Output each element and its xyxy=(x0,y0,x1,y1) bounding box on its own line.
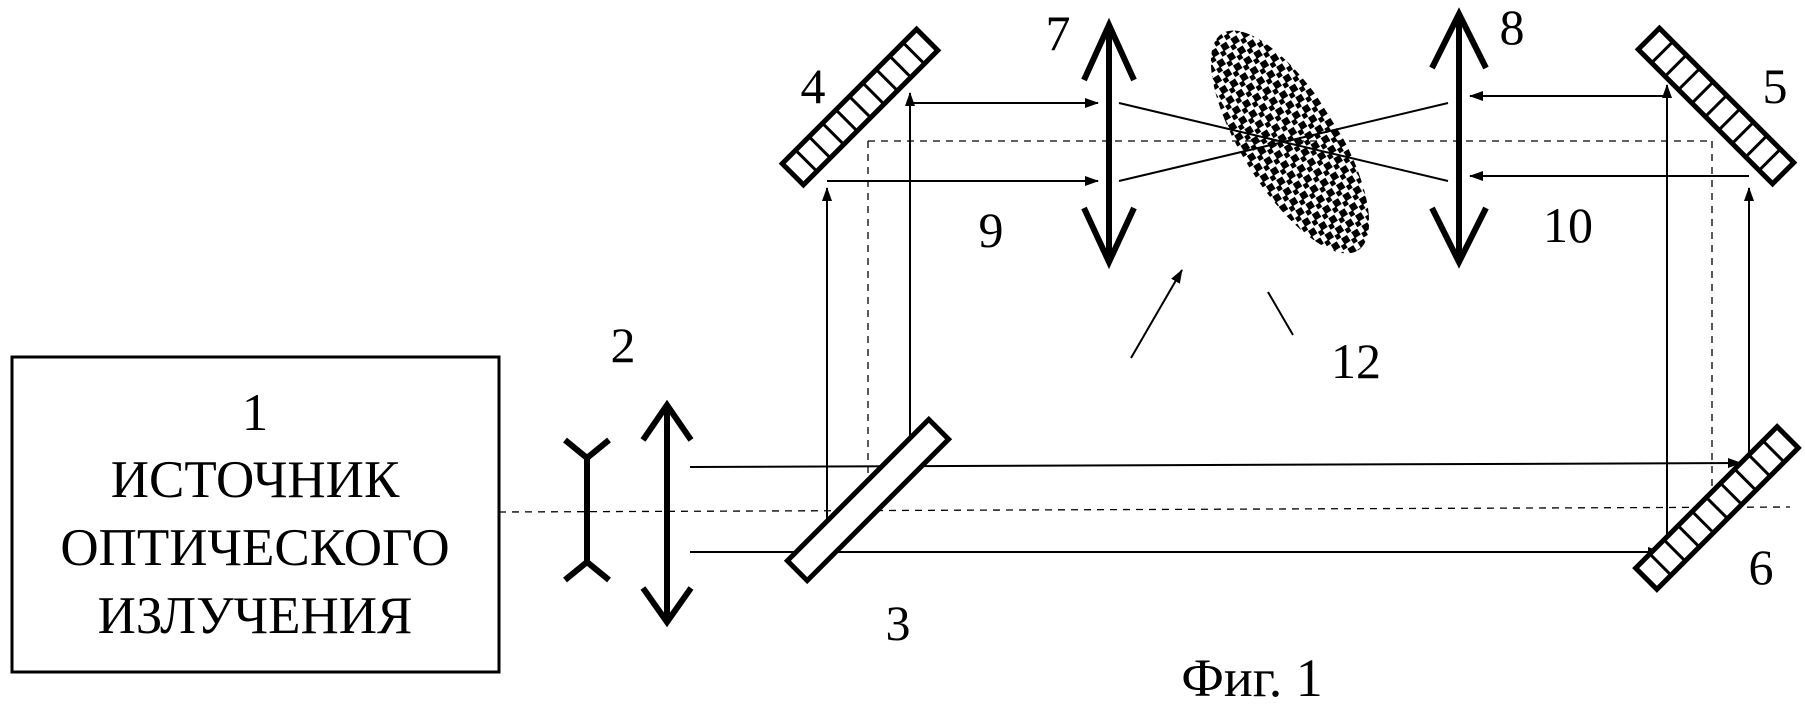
label-2: 2 xyxy=(611,317,636,373)
label-10: 10 xyxy=(1543,197,1593,253)
light-rays xyxy=(690,85,1749,552)
ray-upper-to-mirror-6 xyxy=(690,463,1741,467)
lens-8 xyxy=(1432,14,1486,262)
sample-12 xyxy=(1181,8,1398,276)
source-label-line-3: ИЗЛУЧЕНИЯ xyxy=(98,587,413,645)
label-6: 6 xyxy=(1749,539,1774,595)
label-4: 4 xyxy=(801,58,826,114)
beam-expander-2 xyxy=(565,405,691,622)
optical-source-box: 1 ИСТОЧНИК ОПТИЧЕСКОГО ИЗЛУЧЕНИЯ xyxy=(12,357,499,672)
concave-lens xyxy=(565,440,609,580)
label-9: 9 xyxy=(979,202,1004,258)
leader-line-12 xyxy=(1268,292,1293,335)
figure-caption: Фиг. 1 xyxy=(1181,648,1323,707)
label-5: 5 xyxy=(1763,58,1788,114)
element-labels: 2 3 4 5 6 7 8 9 10 12 xyxy=(611,0,1788,651)
lens-7 xyxy=(1084,25,1134,262)
source-label-line-1: ИСТОЧНИК xyxy=(111,451,400,509)
optical-axes xyxy=(499,141,1790,512)
label-8: 8 xyxy=(1500,0,1525,55)
source-number: 1 xyxy=(242,384,269,442)
convex-lens xyxy=(643,405,691,622)
label-7: 7 xyxy=(1046,5,1071,61)
label-3: 3 xyxy=(886,595,911,651)
lower-optical-axis xyxy=(499,507,1790,512)
label-12: 12 xyxy=(1331,333,1381,389)
sample-pointer-arrow xyxy=(1131,270,1182,358)
source-label-line-2: ОПТИЧЕСКОГО xyxy=(60,519,449,577)
